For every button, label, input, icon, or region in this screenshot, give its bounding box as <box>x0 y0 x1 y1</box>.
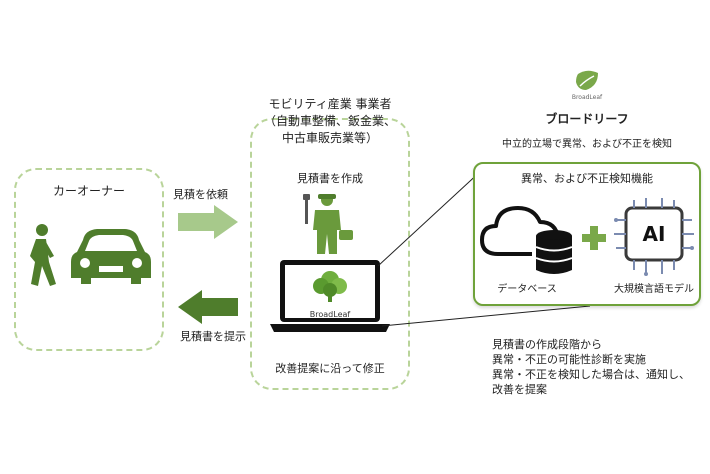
walking-person-icon <box>30 224 56 286</box>
business-title-line1: モビリティ産業 事業者 <box>268 97 392 111</box>
cloud-database-icon <box>480 206 573 274</box>
broadleaf-name: ブロードリーフ <box>545 112 629 126</box>
left-arrow-icon <box>178 290 238 324</box>
broadleaf-logo-text: BroadLeaf <box>571 94 603 101</box>
mechanic-worker-icon <box>303 194 353 254</box>
business-title-line2: （自動車整備、鈑金業、 <box>263 114 396 128</box>
business-box <box>250 118 410 390</box>
description-line1: 見積書の作成段階から <box>492 338 602 351</box>
description-line4: 改善を提案 <box>492 383 547 396</box>
create-estimate-label: 見積書を作成 <box>297 172 363 185</box>
plus-icon <box>582 226 606 250</box>
function-box-title: 異常、および不正検知機能 <box>521 172 653 185</box>
revise-label: 改善提案に沿って修正 <box>275 362 385 375</box>
ai-chip-icon <box>614 198 694 276</box>
car-icon <box>71 229 151 284</box>
business-title-line3: 中古車販売業等） <box>281 131 378 145</box>
broadleaf-tree-logo <box>313 271 347 302</box>
laptop-logo-text: BroadLeaf <box>309 310 351 319</box>
present-estimate-label: 見積書を提示 <box>180 330 246 343</box>
car-owner-title: カーオーナー <box>52 184 125 198</box>
llm-label: 大規模言語モデル <box>614 284 694 295</box>
description-line2: 異常・不正の可能性診断を実施 <box>492 353 646 366</box>
ai-chip-text: AI <box>642 222 666 246</box>
broadleaf-subtitle: 中立的立場で異常、および不正を検知 <box>502 139 672 150</box>
request-estimate-label: 見積を依頼 <box>173 188 228 201</box>
right-arrow-icon <box>178 205 238 239</box>
broadleaf-logo-icon <box>576 70 598 90</box>
database-label: データベース <box>497 284 557 295</box>
car-owner-box <box>14 168 164 351</box>
description-line3: 異常・不正を検知した場合は、通知し、 <box>492 368 690 381</box>
